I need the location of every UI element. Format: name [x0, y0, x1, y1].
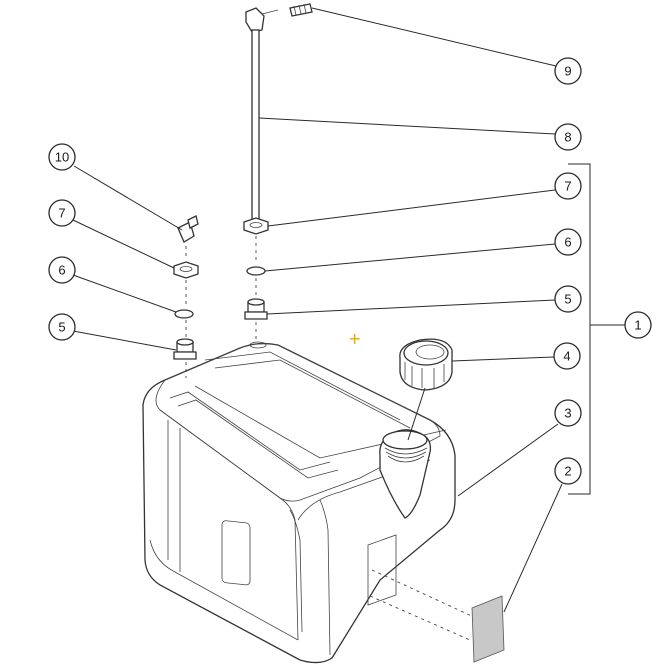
fitting-part-9: [289, 3, 313, 17]
right-washer-6: [246, 266, 266, 276]
callout-4: 4: [553, 342, 581, 370]
callout-2: 2: [554, 457, 582, 485]
svg-text:8: 8: [564, 130, 571, 145]
warning-decal: [471, 595, 505, 663]
callout-6-right: 6: [554, 228, 582, 256]
sender-tube: [245, 7, 279, 226]
cap-to-neck-line: [407, 387, 426, 441]
left-washer-6: [174, 309, 194, 319]
svg-text:6: 6: [58, 263, 65, 278]
callout-7-left: 7: [48, 199, 76, 227]
left-elbow-10: [177, 215, 199, 243]
svg-text:7: 7: [58, 206, 65, 221]
svg-text:9: 9: [564, 64, 571, 79]
svg-text:2: 2: [564, 464, 571, 479]
fuel-tank: [142, 341, 477, 664]
left-nut-7: [173, 261, 199, 279]
svg-text:6: 6: [564, 235, 571, 250]
svg-text:4: 4: [563, 349, 570, 364]
callout-9: 9: [554, 57, 582, 85]
callout-1: 1: [624, 311, 652, 339]
callout-6-left: 6: [48, 256, 76, 284]
callout-7-right: 7: [554, 172, 582, 200]
filler-cap: [399, 338, 453, 391]
right-bushing-5: [244, 298, 268, 320]
svg-text:5: 5: [564, 292, 571, 307]
callout-8: 8: [554, 123, 582, 151]
callout-5-right: 5: [554, 285, 582, 313]
callout-5-left: 5: [48, 313, 76, 341]
callout-10: 10: [48, 143, 76, 171]
svg-text:1: 1: [634, 318, 641, 333]
svg-text:7: 7: [564, 179, 571, 194]
cursor-crosshair-marker: +: [348, 329, 361, 348]
right-nut-7: [243, 217, 269, 235]
svg-text:3: 3: [564, 406, 571, 421]
leader-lines: [72, 7, 626, 613]
svg-text:5: 5: [58, 320, 65, 335]
callout-3: 3: [554, 399, 582, 427]
left-bushing-5: [173, 338, 197, 360]
svg-text:10: 10: [55, 150, 69, 165]
